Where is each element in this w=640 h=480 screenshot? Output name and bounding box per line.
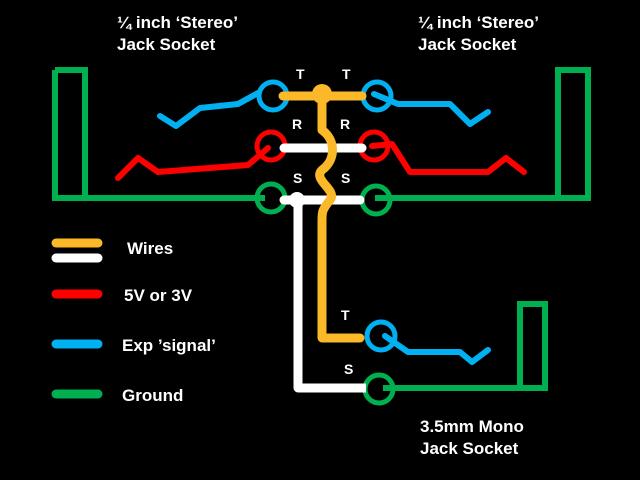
mono-socket-title: 3.5mm Mono Jack Socket <box>420 416 524 460</box>
right-pin-t-label: T <box>342 66 351 82</box>
legend-label-signal: Exp ’signal’ <box>122 336 216 355</box>
mono-pin-s-label: S <box>344 361 354 377</box>
left-socket-ground-outline <box>52 67 265 201</box>
right-socket-title: ¼ inch ‘Stereo’ Jack Socket <box>418 12 539 56</box>
left-socket-title-line2: Jack Socket <box>117 35 216 54</box>
left-socket-ring-contact <box>115 145 271 181</box>
mono-socket-ground-outline <box>383 301 548 391</box>
left-socket-tip-contact <box>157 90 261 129</box>
right-socket-title-line1: ¼ inch ‘Stereo’ <box>418 13 539 32</box>
right-socket-title-line2: Jack Socket <box>418 35 517 54</box>
right-pin-r-label: R <box>340 116 351 132</box>
wire-tip-junction <box>312 84 332 104</box>
mono-socket-title-line1: 3.5mm Mono <box>420 417 524 436</box>
left-socket-title: ¼ inch ‘Stereo’ Jack Socket <box>117 12 238 56</box>
wire-tip-to-mono <box>315 91 365 343</box>
mono-pin-t-label: T <box>341 307 350 323</box>
legend-label-power: 5V or 3V <box>124 286 193 305</box>
right-pin-s-label: S <box>341 170 351 186</box>
legend-label-ground: Ground <box>122 386 184 405</box>
left-pin-r-label: R <box>292 116 303 132</box>
legend-label-wires: Wires <box>127 239 174 258</box>
wire-sleeve-to-mono <box>293 200 366 393</box>
wire-sleeve-junction <box>289 192 305 208</box>
mono-socket-title-line2: Jack Socket <box>420 439 519 458</box>
right-socket-ring-contact <box>369 141 527 175</box>
left-pin-t-label: T <box>296 66 305 82</box>
right-socket-ground-outline <box>375 67 591 201</box>
mono-socket-tip-contact <box>382 333 491 365</box>
left-pin-s-label: S <box>293 170 303 186</box>
left-socket-title-line1: ¼ inch ‘Stereo’ <box>117 13 238 32</box>
mono-socket-tip-terminal <box>364 319 398 353</box>
